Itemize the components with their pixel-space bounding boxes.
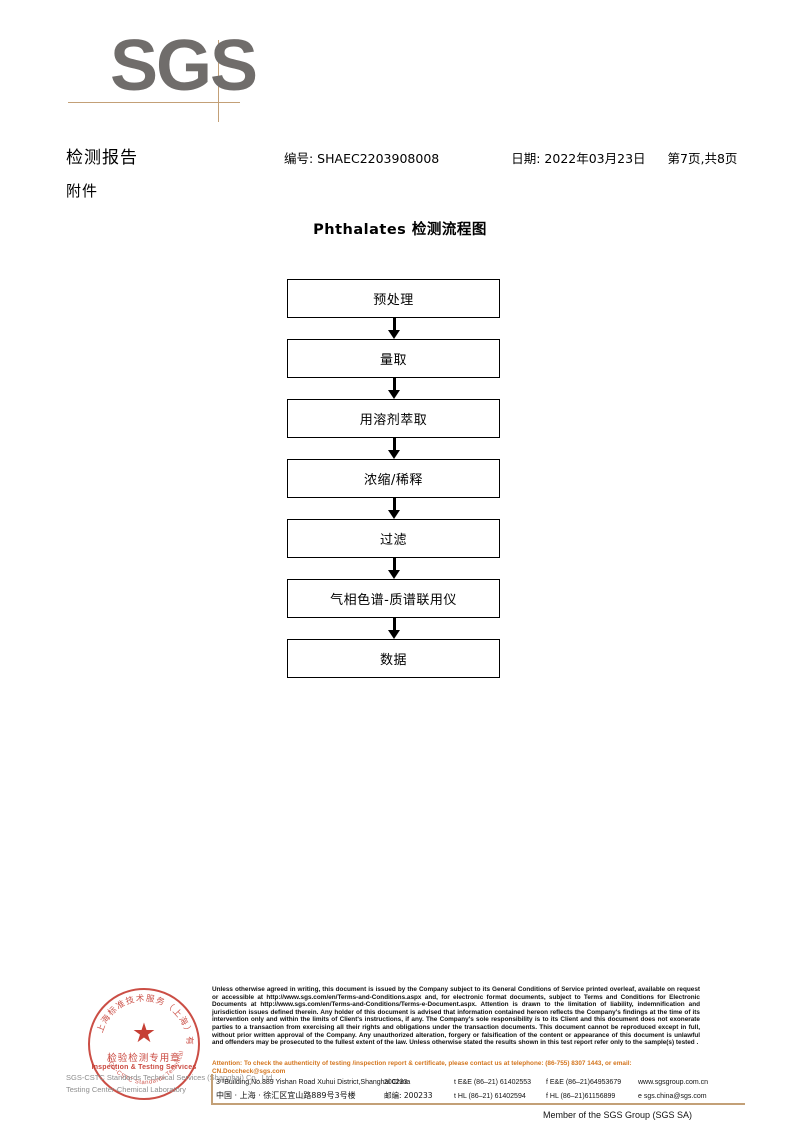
flow-box-gcms: 气相色谱-质谱联用仪: [287, 579, 500, 618]
address-vertical-rule: [211, 1074, 213, 1104]
flow-arrow-icon: [287, 378, 500, 399]
seal-english-text: Inspection & Testing Services: [91, 1064, 197, 1071]
report-date: 日期: 2022年03月23日: [511, 151, 646, 166]
email-link[interactable]: e sgs.china@sgs.com: [638, 1093, 707, 1100]
flowchart-title: Phthalates 检测流程图: [313, 222, 487, 238]
star-icon: ★: [131, 1018, 157, 1048]
address-chinese: 中国 · 上海 · 徐汇区宜山路889号3号楼: [216, 1091, 356, 1100]
telephone-hl: t HL (86–21) 61402594: [454, 1093, 526, 1100]
flow-box-label: 过滤: [379, 533, 407, 548]
seal-ring: [88, 988, 200, 1100]
seal-arc-text-icon: 上海标准技术服务（上海）有限公司 SGS-CSTC Standards Tech…: [88, 988, 194, 1086]
flow-box-concentrate-dilute: 浓缩/稀释: [287, 459, 500, 498]
flow-step: 气相色谱-质谱联用仪: [287, 579, 502, 618]
company-seal-stamp: 上海标准技术服务（上海）有限公司 SGS-CSTC Standards Tech…: [88, 988, 200, 1100]
address-horizontal-rule: [211, 1103, 745, 1105]
flow-arrow-icon: [287, 498, 500, 519]
flow-step: 用溶剂萃取: [287, 399, 502, 438]
company-name-line1: SGS-CSTC Standards Technical Services (S…: [66, 1073, 275, 1082]
flow-box-label: 预处理: [373, 293, 414, 308]
telephone-ee: t E&E (86–21) 61402553: [454, 1079, 532, 1086]
flow-box-solvent-extraction: 用溶剂萃取: [287, 399, 500, 438]
postcode-chinese: 邮编: 200233: [384, 1091, 433, 1100]
flow-box-label: 气相色谱-质谱联用仪: [330, 593, 457, 608]
member-of-group-text: Member of the SGS Group (SGS SA): [543, 1110, 693, 1120]
flow-arrow-icon: [287, 558, 500, 579]
page-indicator: 第7页,共8页: [667, 151, 738, 166]
fax-ee: f E&E (86–21)64953679: [546, 1079, 622, 1086]
flow-box-pretreatment: 预处理: [287, 279, 500, 318]
flow-box-data: 数据: [287, 639, 500, 678]
postcode-english: 200233: [384, 1079, 408, 1086]
flow-arrow-icon: [287, 438, 500, 459]
seal-chinese-text: 检验检测专用章: [107, 1053, 181, 1064]
flow-step: 浓缩/稀释: [287, 459, 502, 498]
logo-vertical-rule: [218, 40, 219, 122]
company-name-line2: Testing Center-Chemical Laboratory: [66, 1085, 187, 1094]
sgs-wordmark: SGS: [110, 26, 258, 106]
attention-notice-text: Attention: To check the authenticity of …: [212, 1060, 632, 1075]
flow-box-label: 数据: [379, 653, 407, 668]
flow-box-label: 用溶剂萃取: [359, 413, 428, 428]
flow-step: 过滤: [287, 519, 502, 558]
flow-step: 数据: [287, 639, 502, 678]
flow-box-filtration: 过滤: [287, 519, 500, 558]
header-meta: 编号: SHAEC2203908008 日期: 2022年03月23日 第7页,共8…: [284, 148, 754, 167]
fax-hl: f HL (86–21)61156899: [546, 1093, 616, 1100]
website-link[interactable]: www.sgsgroup.com.cn: [638, 1079, 709, 1086]
flow-step: 量取: [287, 339, 502, 378]
sgs-logo: SGS: [68, 30, 308, 122]
company-name-block: SGS-CSTC Standards Technical Services (S…: [66, 1072, 281, 1096]
flowchart: 预处理 量取 用溶剂萃取 浓缩/稀释 过滤 气相色谱-质谱联用仪 数据: [287, 279, 502, 678]
page-subtitle: 附件: [66, 182, 99, 200]
flow-arrow-icon: [287, 618, 500, 639]
logo-horizontal-rule: [68, 102, 240, 103]
flow-box-label: 浓缩/稀释: [364, 473, 423, 488]
flow-step: 预处理: [287, 279, 502, 318]
address-block: 3ʳᵈBuilding,No.889 Yishan Road Xuhui Dis…: [216, 1076, 756, 1103]
flow-arrow-icon: [287, 318, 500, 339]
flow-box-label: 量取: [379, 353, 407, 368]
address-row: 中国 · 上海 · 徐汇区宜山路889号3号楼 邮编: 200233 t HL …: [216, 1089, 756, 1103]
address-row: 3ʳᵈBuilding,No.889 Yishan Road Xuhui Dis…: [216, 1076, 756, 1089]
report-number: 编号: SHAEC2203908008: [284, 151, 440, 166]
legal-terms-text: Unless otherwise agreed in writing, this…: [212, 986, 700, 1047]
flow-box-measure: 量取: [287, 339, 500, 378]
page-title: 检测报告: [66, 148, 138, 168]
address-english: 3ʳᵈBuilding,No.889 Yishan Road Xuhui Dis…: [216, 1079, 411, 1086]
